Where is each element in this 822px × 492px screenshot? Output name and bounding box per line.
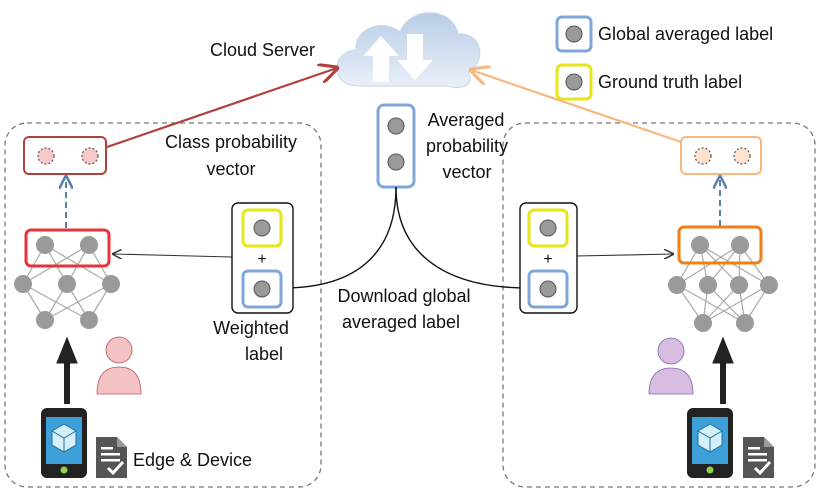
cloud-server-label: Cloud Server (210, 40, 315, 60)
download-arrow-left (281, 186, 397, 293)
document-check-icon (743, 437, 774, 478)
legend-ground-label: Ground truth label (598, 72, 742, 92)
svg-text:+: + (543, 251, 552, 268)
class-probability-label-line2: vector (206, 159, 255, 179)
class-probability-label-line1: Class probability (165, 132, 297, 152)
svg-text:+: + (257, 251, 266, 268)
right-class-probability-vector (680, 136, 762, 175)
edge-device-label: Edge & Device (133, 450, 252, 470)
left-class-probability-vector (23, 136, 107, 175)
user-icon (648, 337, 694, 395)
right-neural-network (668, 225, 778, 332)
right-weighted-label-box: + (519, 202, 578, 314)
legend: Global averaged label Ground truth label (555, 15, 773, 101)
right-weighted-to-network-arrow (575, 254, 673, 256)
averaged-label-line3: vector (442, 162, 491, 182)
left-client-boundary (4, 122, 322, 488)
smartphone-icon (41, 408, 87, 478)
left-weighted-label-box: + (231, 202, 294, 314)
right-client-boundary (502, 122, 816, 488)
document-check-icon (96, 437, 127, 478)
weighted-label-line1: Weighted (213, 318, 289, 338)
averaged-label-line1: Averaged (428, 110, 505, 130)
download-label-line2: averaged label (342, 312, 460, 332)
legend-global-label: Global averaged label (598, 24, 773, 44)
left-neural-network (14, 228, 120, 329)
upload-arrow-right (471, 70, 682, 144)
averaged-label-line2: probability (426, 136, 508, 156)
upload-arrow-left (106, 68, 337, 149)
left-weighted-to-network-arrow (113, 254, 233, 257)
cloud-icon (336, 12, 481, 88)
smartphone-icon (687, 408, 733, 478)
weighted-label-line2: label (245, 344, 283, 364)
averaged-probability-vector (376, 103, 416, 189)
user-icon (96, 336, 142, 395)
download-arrow-right (395, 186, 530, 293)
download-label-line1: Download global (337, 286, 470, 306)
